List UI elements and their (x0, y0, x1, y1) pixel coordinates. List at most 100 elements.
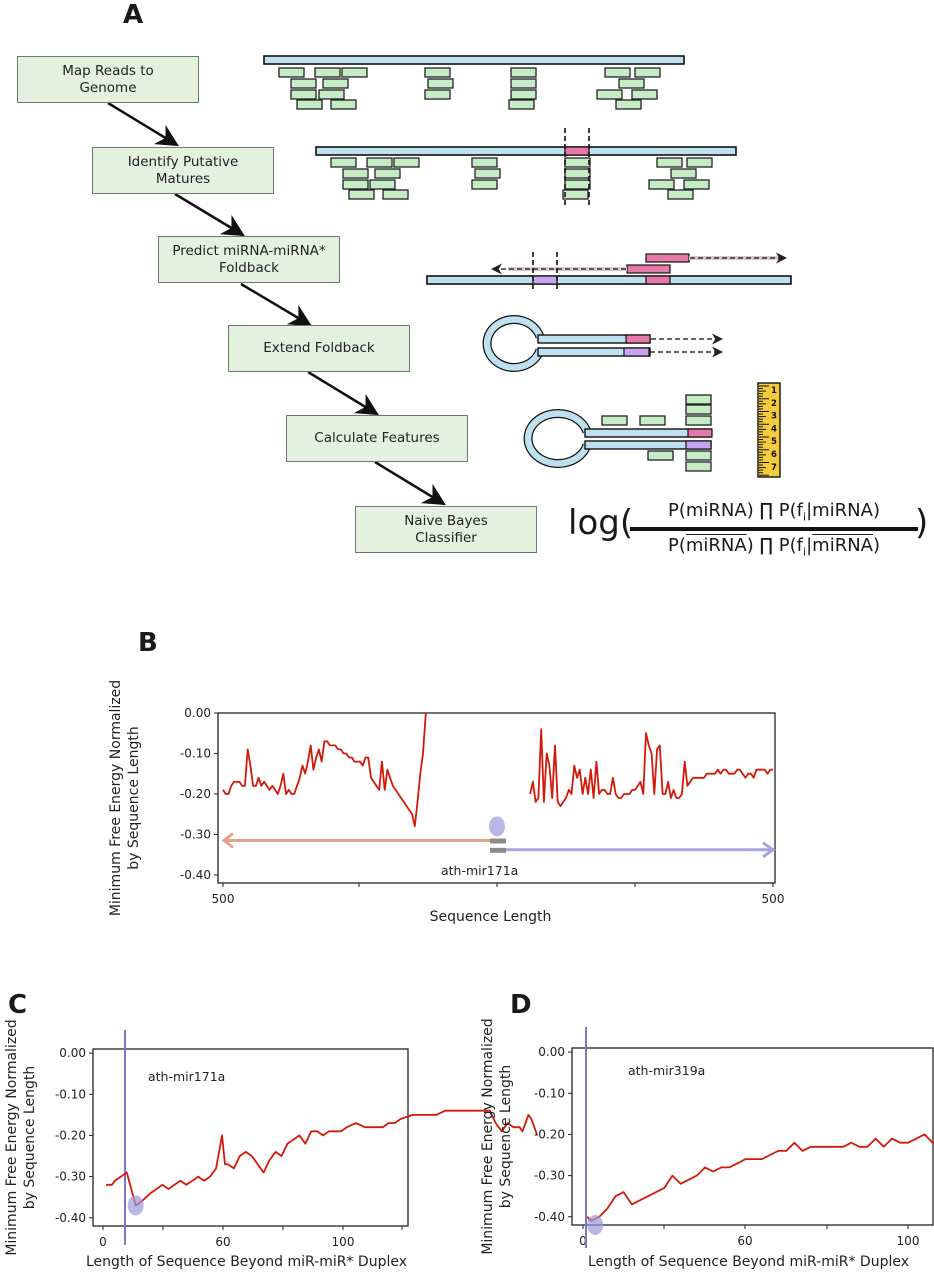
plot-frame (92, 1048, 409, 1227)
plot-frame (571, 1047, 934, 1226)
x-tick-label: 60 (737, 1234, 752, 1248)
step-label: Genome (79, 79, 137, 96)
left-arrow-head (221, 832, 234, 849)
chart-annotation: ath-mir171a (441, 863, 518, 878)
y-tick-label: -0.40 (180, 868, 211, 882)
y-axis-label-line2: by Sequence Length (498, 1065, 514, 1208)
putative-mature (564, 146, 590, 156)
read (634, 67, 661, 78)
ruler-number: 2 (771, 399, 777, 409)
genome-bar (263, 55, 685, 65)
read (374, 168, 401, 179)
formula-text: miRNA (812, 535, 873, 556)
read (510, 67, 537, 78)
formula-text: ) (872, 535, 881, 556)
flow-arrow (307, 370, 379, 416)
formula-text: miRNA (685, 535, 747, 556)
step-label: Matures (155, 170, 211, 187)
panel-label-d: D (510, 990, 532, 1020)
read (393, 157, 420, 168)
ruler-number: 7 (771, 463, 777, 473)
formula-text: | (806, 535, 813, 556)
ruler-number: 5 (771, 437, 777, 447)
step-label: Calculate Features (314, 430, 440, 446)
step-label: Predict miRNA-miRNA* (172, 242, 326, 259)
read (322, 78, 349, 89)
highlight-marker (489, 816, 505, 837)
series-line-0 (222, 712, 427, 828)
chart-annotation: ath-mir319a (628, 1063, 705, 1078)
flow-arrow (374, 460, 446, 506)
ruler-number: 1 (771, 386, 777, 396)
formula-text: P( (667, 535, 686, 556)
step-label: Map Reads to (62, 62, 154, 79)
formula-log: log( (568, 503, 634, 543)
series-line-0 (586, 1133, 934, 1222)
read (510, 89, 537, 100)
right-arrow-head (762, 841, 776, 859)
highlight-marker (587, 1215, 604, 1235)
x-tick-label: 60 (215, 1235, 230, 1249)
read (510, 78, 537, 89)
read (424, 89, 451, 100)
step-calculate-features: Calculate Features (286, 415, 468, 462)
read (670, 168, 697, 179)
ruler-number: 4 (771, 424, 777, 434)
hairpin-extend (482, 315, 724, 372)
formula-numerator: P(miRNA) ∏ P(fi|miRNA) (630, 500, 918, 524)
read (366, 157, 393, 168)
step-label: Extend Foldback (263, 340, 375, 356)
y-tick-label: -0.20 (55, 1128, 86, 1142)
x-tick-label: 100 (332, 1235, 355, 1249)
formula-denominator: P(miRNA) ∏ P(fi|miRNA) (630, 535, 918, 559)
step-label: Foldback (219, 259, 279, 276)
read (604, 67, 631, 78)
genome-reads-row2 (315, 128, 737, 208)
read (471, 157, 498, 168)
read (314, 67, 341, 78)
flow-arrow (174, 192, 245, 237)
formula-text: ) ∏ P(f (746, 535, 804, 556)
read (348, 189, 375, 200)
y-axis-label-line2: by Sequence Length (22, 1066, 38, 1209)
read (686, 157, 713, 168)
y-tick-label: -0.10 (534, 1086, 565, 1100)
read (330, 99, 357, 110)
precursor-end-marker (490, 847, 506, 853)
y-axis-label-line1: Minimum Free Energy Normalized (4, 1019, 20, 1255)
read (615, 99, 642, 110)
read (648, 179, 675, 190)
chart-annotation: ath-mir171a (148, 1069, 225, 1084)
y-tick-label: 0.00 (184, 706, 211, 720)
read (683, 179, 710, 190)
formula-text: |miRNA) (806, 500, 880, 521)
y-tick-label: 0.00 (59, 1046, 86, 1060)
precursor-end-marker (490, 838, 506, 844)
y-tick-label: -0.30 (180, 827, 211, 841)
read (424, 67, 451, 78)
fraction-bar (630, 527, 918, 531)
y-tick-label: -0.40 (55, 1211, 86, 1225)
y-axis-label-line1: Minimum Free Energy Normalized (480, 1018, 496, 1254)
read (631, 89, 658, 100)
step-label: Identify Putative (127, 153, 239, 170)
read (427, 78, 454, 89)
step-extend-foldback: Extend Foldback (228, 325, 410, 372)
foldback-prediction (426, 252, 792, 292)
read (318, 89, 345, 100)
y-axis-label-line1: Minimum Free Energy Normalized (108, 680, 124, 916)
genome-bar (315, 146, 737, 156)
x-axis-label: Length of Sequence Beyond miR-miR* Duple… (86, 1254, 407, 1270)
step-label: Classifier (415, 529, 477, 546)
ruler-number: 6 (771, 450, 777, 460)
x-tick-label: 100 (897, 1234, 920, 1248)
